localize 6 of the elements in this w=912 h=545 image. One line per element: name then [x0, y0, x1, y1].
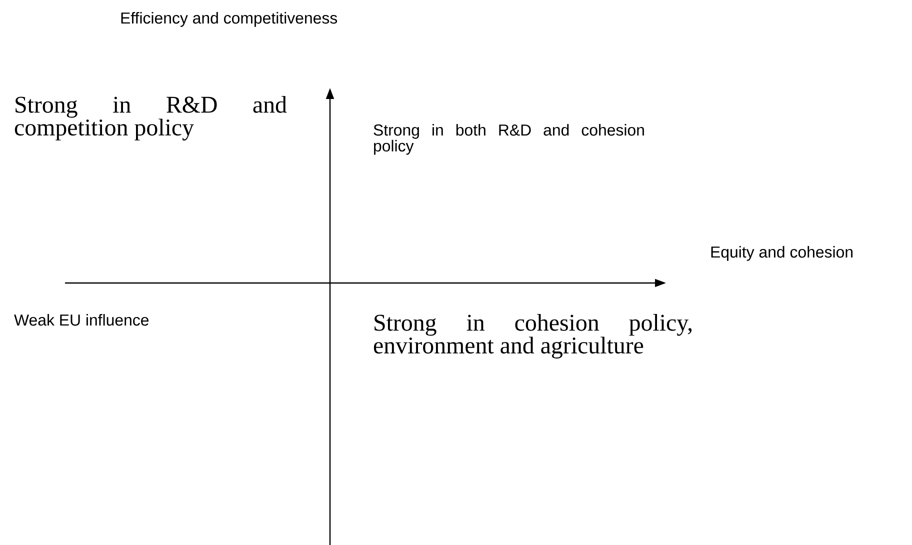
quadrant-label: Strong in R&D and competition policy — [14, 96, 287, 140]
quadrant-label: Strong in cohesion policy, environment and agriculture — [374, 314, 692, 358]
quadrant-label: Weak EU influence — [14, 314, 149, 326]
quadrant-label: Strong in both R&D and cohesion policy — [374, 124, 644, 155]
axis-label: Efficiency and competitiveness — [121, 12, 338, 27]
axis-label: Equity and cohesion — [711, 246, 852, 261]
